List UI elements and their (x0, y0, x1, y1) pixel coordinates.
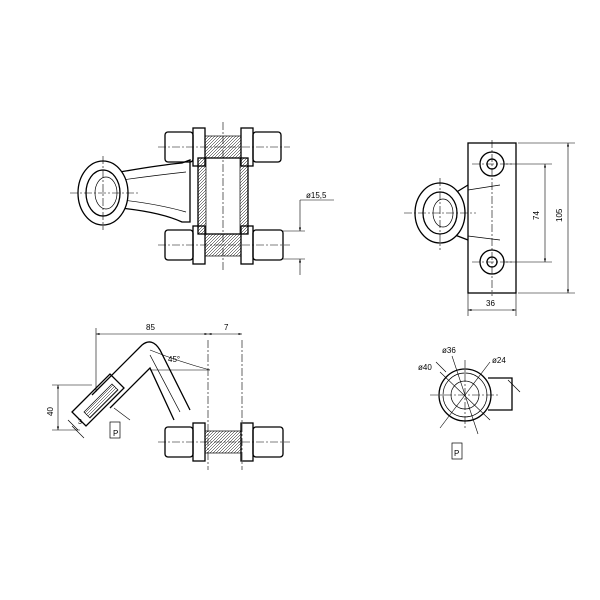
dim-angle: 45° (168, 355, 180, 364)
dim-hole-spacing: 74 (532, 211, 541, 220)
dim-arm-reach: 85 (146, 323, 155, 332)
section-mark-a: P (113, 429, 118, 438)
front-view: ø15,5 (70, 122, 334, 275)
dim-offset: 7 (224, 323, 229, 332)
dim-overall-height: 105 (555, 208, 564, 222)
dim-inner-diameter: ø24 (492, 356, 506, 365)
dim-plate-width: 36 (486, 299, 495, 308)
dim-outer-diameter: ø40 (418, 363, 432, 372)
dim-hole-diameter: ø15,5 (306, 191, 327, 200)
dim-thickness: 3 (78, 419, 82, 426)
section-mark-b: P (454, 449, 459, 458)
section-view: ø40 ø36 ø24 P (418, 346, 521, 460)
dim-bore-diameter: ø36 (442, 346, 456, 355)
angled-arm-view: 85 7 45° 40 3 P (46, 323, 290, 470)
dim-arm-height: 40 (46, 407, 55, 416)
side-view: 74 105 36 (404, 140, 575, 316)
